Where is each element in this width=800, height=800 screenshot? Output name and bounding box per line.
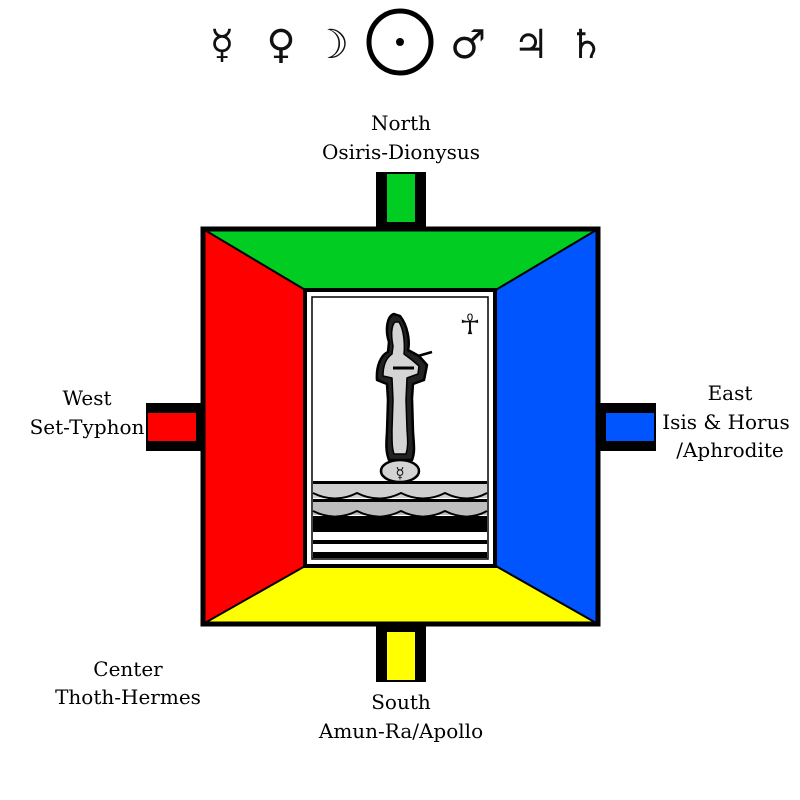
hermes-base-icon: ☿ (395, 464, 404, 482)
card-dot (348, 544, 352, 552)
west-gate (146, 403, 206, 451)
card-dot (380, 544, 384, 552)
card-dot (404, 544, 408, 552)
card-dot (444, 544, 448, 552)
card-dot-row (316, 544, 480, 552)
east-deity-label-line2: /Aphrodite (676, 438, 784, 462)
north-label: North (371, 111, 431, 135)
center-card: ☥ ☿ (305, 290, 495, 566)
card-dot (388, 544, 392, 552)
card-dot (412, 544, 416, 552)
card-dot (316, 544, 320, 552)
east-label: East (708, 381, 753, 405)
south-label: South (371, 690, 431, 714)
card-dot (468, 544, 472, 552)
card-dot (428, 544, 432, 552)
center-label: Center (93, 657, 163, 681)
venus-symbol-icon: ♀ (266, 22, 295, 68)
ankh-icon: ☥ (460, 308, 481, 341)
card-dot (396, 544, 400, 552)
card-dot (324, 544, 328, 552)
south-deity-label: Amun-Ra/Apollo (318, 719, 483, 743)
card-dot (372, 544, 376, 552)
card-dot (460, 544, 464, 552)
center-deity-label: Thoth-Hermes (55, 685, 201, 709)
card-dot (452, 544, 456, 552)
mercury-symbol-icon: ☿ (210, 22, 235, 68)
card-dot (476, 544, 480, 552)
card-dot (420, 544, 424, 552)
north-gate (376, 172, 426, 230)
jupiter-symbol-icon: ♃ (513, 22, 549, 68)
card-dot (356, 544, 360, 552)
east-quadrant (494, 229, 598, 624)
card-dot (364, 544, 368, 552)
mars-symbol-icon: ♂ (450, 22, 486, 68)
north-deity-label: Osiris-Dionysus (322, 140, 480, 164)
west-quadrant (203, 229, 307, 624)
saturn-symbol-icon: ♄ (568, 22, 604, 68)
west-label: West (62, 386, 111, 410)
sun-symbol-icon (369, 11, 431, 73)
card-dot (332, 544, 336, 552)
west-deity-label: Set-Typhon (30, 415, 145, 439)
east-gate (596, 403, 656, 451)
card-dot (436, 544, 440, 552)
planet-symbols-row: ☿ ♀ ☽ ♂ ♃ ♄ (210, 11, 604, 73)
card-dot (340, 544, 344, 552)
moon-symbol-icon: ☽ (313, 22, 349, 68)
east-deity-label-line1: Isis & Horus (662, 410, 790, 434)
south-gate (376, 624, 426, 682)
